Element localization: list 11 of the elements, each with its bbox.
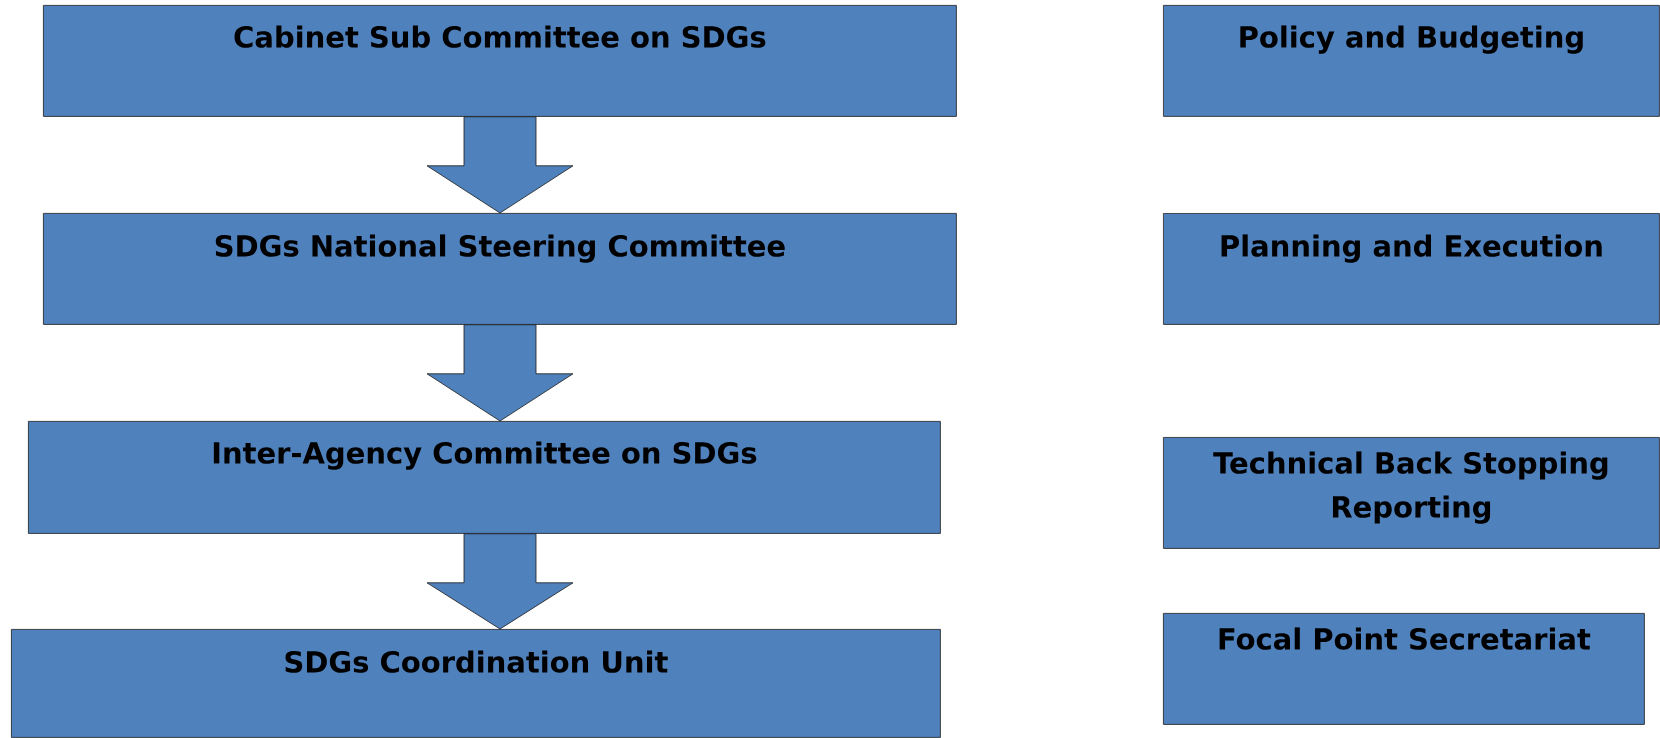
block-arrow <box>426 324 574 422</box>
block-arrow <box>426 533 574 630</box>
committee-box: Inter-Agency Committee on SDGs <box>28 421 941 534</box>
committee-box: Focal Point Secretariat <box>1163 613 1645 725</box>
committee-box: Planning and Execution <box>1163 213 1660 325</box>
committee-box: Cabinet Sub Committee on SDGs <box>43 5 957 117</box>
committee-box: SDGs Coordination Unit <box>11 629 941 738</box>
committee-box: Policy and Budgeting <box>1163 5 1660 117</box>
block-arrow <box>426 116 574 214</box>
committee-box: SDGs National Steering Committee <box>43 213 957 325</box>
committee-box: Technical Back Stopping Reporting <box>1163 437 1660 549</box>
